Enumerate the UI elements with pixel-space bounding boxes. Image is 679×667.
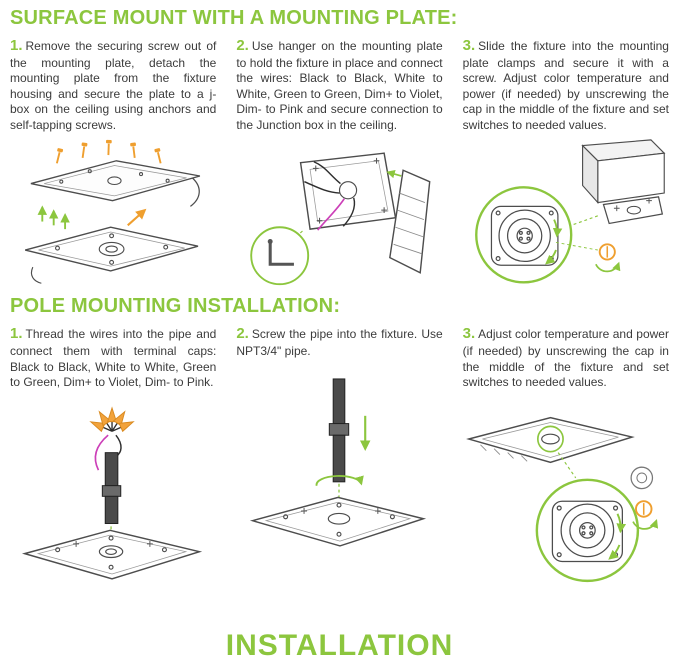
rotate-arrows-icon — [545, 219, 563, 266]
surface-step-1-number: 1. — [10, 37, 23, 54]
pole-step-2: 2.Screw the pipe into the fixture. Use N… — [236, 324, 443, 585]
pole-step-1-number: 1. — [10, 325, 23, 343]
surface-mount-columns: 1.Remove the securing screw out of the m… — [10, 36, 669, 288]
section-surface-mount: SURFACE MOUNT WITH A MOUNTING PLATE: 1.R… — [10, 8, 669, 288]
page-title: INSTALLATION — [225, 629, 454, 662]
magenta-wire-icon — [94, 434, 109, 471]
pole-step-3-number: 3. — [462, 325, 476, 343]
surface-step-3: 3.Slide the fixture into the mounting pl… — [463, 36, 669, 288]
illustration-adjust-settings — [465, 416, 658, 582]
lift-arrow-icon — [126, 209, 147, 227]
self-tapping-screws-icon — [55, 140, 162, 165]
dial-rotate-arrow-icon — [632, 518, 658, 530]
surface-step-2: 2.Use hanger on the mounting plate to ho… — [236, 36, 443, 288]
magenta-wire-icon — [317, 198, 345, 232]
hanger-zoom-circle-icon — [250, 226, 310, 286]
cap-highlight-circle-icon — [536, 425, 564, 453]
pole-step-3: 3.Adjust color temperature and power (if… — [463, 324, 669, 585]
surface-step-3-number: 3. — [462, 37, 476, 54]
dial-rotate-arrow-icon — [595, 262, 621, 273]
removed-cap-icon — [630, 466, 653, 489]
terminal-caps-icon — [89, 406, 135, 432]
pole-step-2-number: 2. — [236, 325, 249, 343]
pole-mount-title: POLE MOUNTING INSTALLATION: — [10, 295, 341, 318]
surface-step-1-text: 1.Remove the securing screw out of the m… — [10, 37, 217, 132]
illustration-screw-pipe — [250, 378, 427, 547]
illustration-slide-fixture — [475, 139, 666, 284]
screw-rotate-arrow-icon — [316, 474, 365, 486]
mounting-plate-icon — [30, 160, 200, 202]
mounted-fixture-icon — [602, 196, 664, 225]
hanger-bracket-icon — [268, 241, 294, 267]
hang-arrow-icon — [386, 170, 402, 179]
surface-step-2-number: 2. — [236, 37, 249, 54]
adjustment-cap-icon — [556, 503, 618, 557]
rotate-arrows-icon — [608, 513, 626, 560]
illustration-remove-plate — [24, 140, 200, 285]
up-arrows-icon — [37, 205, 70, 230]
pole-step-2-text: 2.Screw the pipe into the fixture. Use N… — [236, 325, 443, 358]
section-pole-mount: POLE MOUNTING INSTALLATION: 1.Thread the… — [10, 296, 669, 585]
pole-step-1-text: 1.Thread the wires into the pipe and con… — [10, 325, 217, 390]
surface-mount-title: SURFACE MOUNT WITH A MOUNTING PLATE: — [10, 7, 458, 29]
pipe-icon — [329, 378, 350, 482]
pole-step-1: 1.Thread the wires into the pipe and con… — [10, 324, 216, 585]
fixture-side-icon — [389, 169, 431, 275]
illustration-connect-wires — [250, 152, 431, 286]
pole-mount-columns: 1.Thread the wires into the pipe and con… — [10, 324, 669, 585]
pole-step-3-text: 3.Adjust color temperature and power (if… — [462, 325, 669, 390]
plus-marks-icon — [312, 158, 387, 224]
plate-wire-icon — [189, 177, 200, 208]
pipe-icon — [101, 451, 122, 524]
surface-step-1: 1.Remove the securing screw out of the m… — [10, 36, 216, 288]
black-wires-icon — [304, 161, 356, 228]
illustration-pipe-wires — [22, 406, 203, 580]
surface-step-3-text: 3.Slide the fixture into the mounting pl… — [462, 37, 669, 132]
surface-step-2-text: 2.Use hanger on the mounting plate to ho… — [236, 37, 443, 132]
fixture-wire-icon — [30, 267, 42, 285]
